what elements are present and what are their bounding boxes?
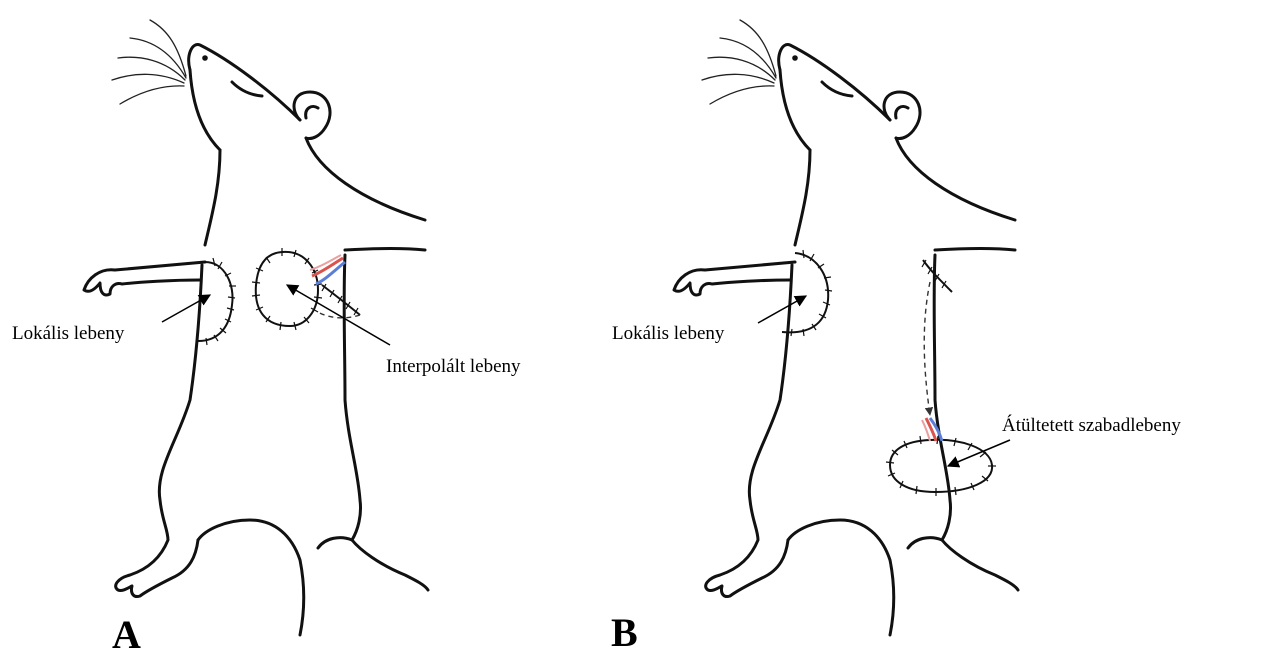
label-free-flap-b <box>948 440 1010 466</box>
donor-site-suture-b <box>922 260 952 415</box>
rat-outline-a <box>84 20 428 635</box>
label-local-flap-b <box>758 296 806 323</box>
free-flap-suture-b <box>886 418 996 496</box>
svg-text:Lokális lebeny: Lokális lebeny <box>12 323 125 344</box>
panel-letter-a: A <box>112 612 141 655</box>
label-interpolated-flap-a: Interpolált lebeny <box>287 285 521 377</box>
panel-a: Lokális lebeny Interpolált lebeny A <box>12 20 521 655</box>
panel-letter-b: B <box>611 610 638 655</box>
svg-text:Interpolált lebeny: Interpolált lebeny <box>386 356 521 377</box>
label-local-flap-b-text: Lokális lebeny <box>612 323 725 344</box>
panel-b <box>674 20 1018 635</box>
label-free-flap-b-text: Átültetett szabadlebeny <box>1002 414 1181 436</box>
label-local-flap-a: Lokális lebeny <box>12 295 210 344</box>
rat-outline-b <box>674 20 1018 635</box>
